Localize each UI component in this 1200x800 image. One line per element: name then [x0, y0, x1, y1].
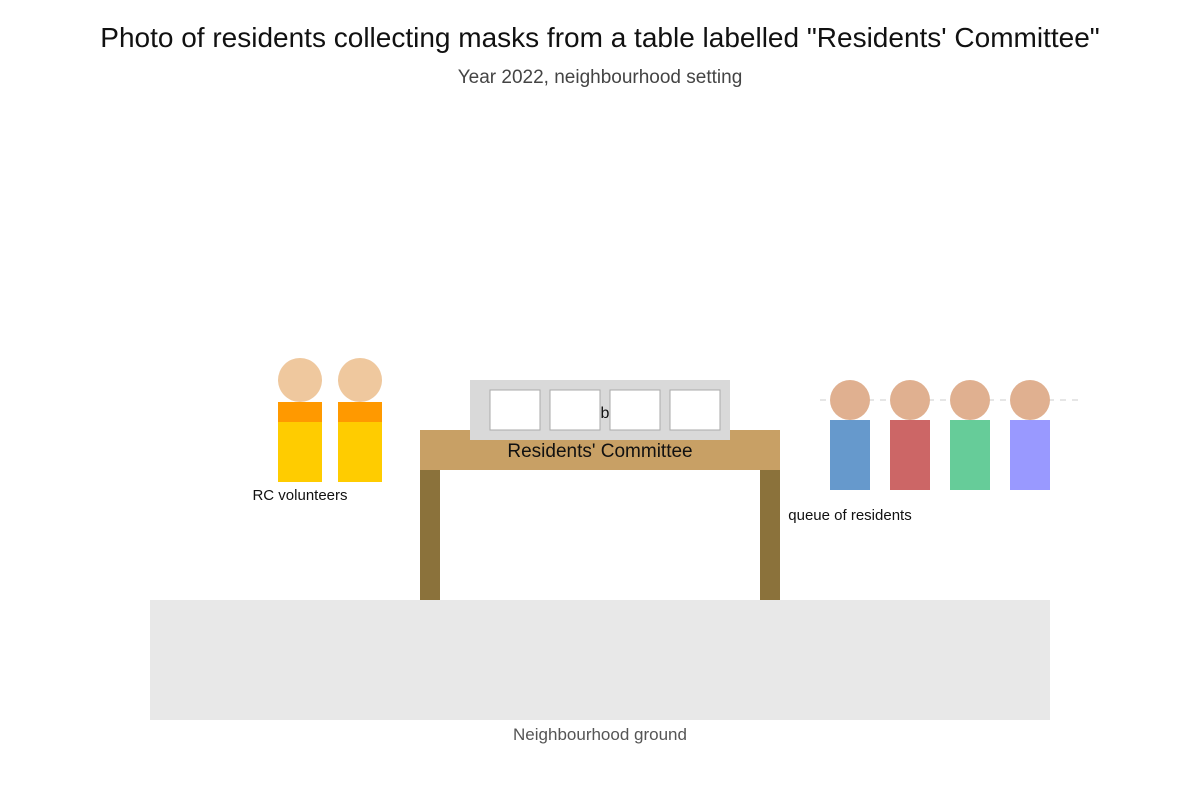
mask-pack [669, 389, 721, 431]
volunteer-head [278, 358, 322, 402]
resident [890, 380, 930, 490]
mask-box-letter: b [601, 405, 610, 422]
ground [150, 600, 1050, 720]
queue-label: queue of residents [788, 507, 911, 524]
resident-head [890, 380, 930, 420]
resident [950, 380, 990, 490]
volunteer-group: RC volunteers [252, 358, 382, 504]
resident-head [950, 380, 990, 420]
volunteers-label: RC volunteers [252, 487, 347, 504]
resident [1010, 380, 1050, 490]
mask-pack [549, 389, 601, 431]
volunteer-vest [338, 402, 382, 422]
table-leg-left [420, 470, 440, 600]
resident-body [950, 420, 990, 490]
volunteer-vest [278, 402, 322, 422]
ground-label: Neighbourhood ground [513, 725, 687, 744]
resident-head [1010, 380, 1050, 420]
volunteer-head [338, 358, 382, 402]
diagram-title: Photo of residents collecting masks from… [100, 22, 1100, 53]
resident-body [1010, 420, 1050, 490]
volunteer [338, 358, 382, 482]
resident-queue: queue of residents [788, 380, 1080, 524]
mask-box: b [470, 380, 730, 440]
mask-pack [489, 389, 541, 431]
volunteer-body [278, 420, 322, 482]
mask-pack [609, 389, 661, 431]
resident-head [830, 380, 870, 420]
volunteer-body [338, 420, 382, 482]
volunteer [278, 358, 322, 482]
resident-body [890, 420, 930, 490]
table-leg-right [760, 470, 780, 600]
diagram-subtitle: Year 2022, neighbourhood setting [457, 67, 743, 88]
table-sign: Residents' Committee [507, 441, 692, 462]
resident [830, 380, 870, 490]
resident-body [830, 420, 870, 490]
